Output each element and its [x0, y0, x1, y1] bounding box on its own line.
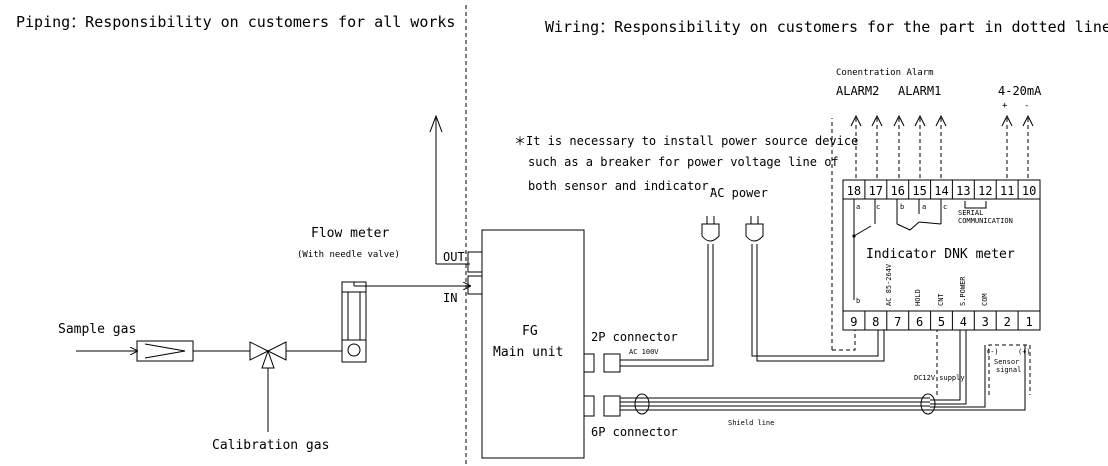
customer-zone-bottom: [832, 330, 856, 351]
signal-label: signal: [996, 366, 1021, 374]
wiring-heading: Wiring：Responsibility on customers for t…: [545, 18, 1108, 36]
out-label: OUT: [443, 250, 465, 264]
flow-meter: [341, 281, 367, 363]
terminal-12: 12: [978, 184, 992, 198]
terminal-1: 1: [1025, 315, 1032, 329]
note-line-1: ＊It is necessary to install power source…: [514, 134, 858, 148]
alarm2-label: ALARM2: [836, 84, 879, 98]
terminal-4: 4: [960, 315, 967, 329]
terminal-6: 6: [916, 315, 923, 329]
sample-gas-label: Sample gas: [58, 322, 136, 337]
shield-line: [620, 393, 936, 415]
terminal-13: 13: [956, 184, 970, 198]
alarm1-label: ALARM1: [898, 84, 941, 98]
flow-meter-label: Flow meter: [311, 226, 389, 241]
terminal-9: 9: [850, 315, 857, 329]
terminal-8: 8: [872, 315, 879, 329]
terminal-3: 3: [982, 315, 989, 329]
filter: [136, 340, 194, 362]
minus-label: (-): [986, 348, 999, 356]
alarm-title: Conentration Alarm: [836, 68, 934, 78]
switch-c-label: c: [943, 203, 947, 211]
needle-valve-label: (With needle valve): [297, 250, 400, 260]
terminal-7: 7: [894, 315, 901, 329]
plus-label: (+): [1018, 348, 1031, 356]
communication-label: COMMUNICATION: [958, 217, 1013, 225]
terminal-10: 10: [1022, 184, 1036, 198]
fg-main-unit: [481, 229, 585, 459]
connector-6p: [603, 395, 621, 417]
connector-2p: [603, 353, 621, 373]
dc12v-label: DC12V supply: [914, 374, 965, 382]
sensor-label: Sensor: [994, 358, 1019, 366]
connector-2p-label: 2P connector: [591, 330, 678, 344]
terminal-14: 14: [934, 184, 948, 198]
in-label: IN: [443, 291, 457, 305]
switch-a-label: a: [922, 203, 926, 211]
ma-label: 4-20mA: [998, 84, 1042, 98]
switch-a-label: a: [856, 203, 860, 211]
vent-arrow: [429, 114, 443, 133]
relay-switch: [896, 199, 942, 231]
terminal-17: 17: [869, 184, 883, 198]
hold-label: HOLD: [914, 289, 922, 306]
ac-power-label: AC power: [710, 186, 768, 200]
relay-switch: [852, 199, 876, 300]
main-unit-label: Main unit: [493, 345, 563, 360]
terminal-5: 5: [938, 315, 945, 329]
plug-icon: [745, 216, 764, 242]
indicator-dnk-meter: [842, 179, 1041, 331]
shield-line-label: Shield line: [728, 419, 774, 427]
indicator-label: Indicator DNK meter: [866, 247, 1015, 262]
switch-b-label: b: [900, 203, 904, 211]
serial-label: SERIAL: [958, 209, 983, 217]
ma-minus-label: -: [1024, 101, 1029, 111]
three-way-valve: [249, 341, 287, 369]
com-label: COM: [981, 293, 989, 306]
switch-b-label: b: [856, 297, 860, 305]
terminal-16: 16: [890, 184, 904, 198]
piping-heading: Piping：Responsibility on customers for a…: [16, 13, 455, 31]
calibration-gas-label: Calibration gas: [212, 438, 329, 453]
cnt-label: CNT: [937, 293, 945, 306]
ac-100v-label: AC 100V: [629, 348, 659, 356]
s-power-label: S.POWER: [959, 276, 967, 306]
switch-c-label: c: [876, 203, 880, 211]
terminal-15: 15: [912, 184, 926, 198]
terminal-11: 11: [1000, 184, 1014, 198]
ma-plus-label: +: [1002, 101, 1008, 111]
plug-icon: [701, 216, 720, 242]
terminal-18: 18: [847, 184, 861, 198]
connector-6p-label: 6P connector: [591, 425, 678, 439]
note-line-3: both sensor and indicator.: [528, 179, 716, 193]
ac-range-label: AC 85-264V: [885, 263, 893, 306]
terminal-2: 2: [1004, 315, 1011, 329]
fg-label: FG: [522, 324, 538, 339]
note-line-2: such as a breaker for power voltage line…: [528, 155, 839, 169]
alarm-wiring: [850, 114, 1034, 180]
